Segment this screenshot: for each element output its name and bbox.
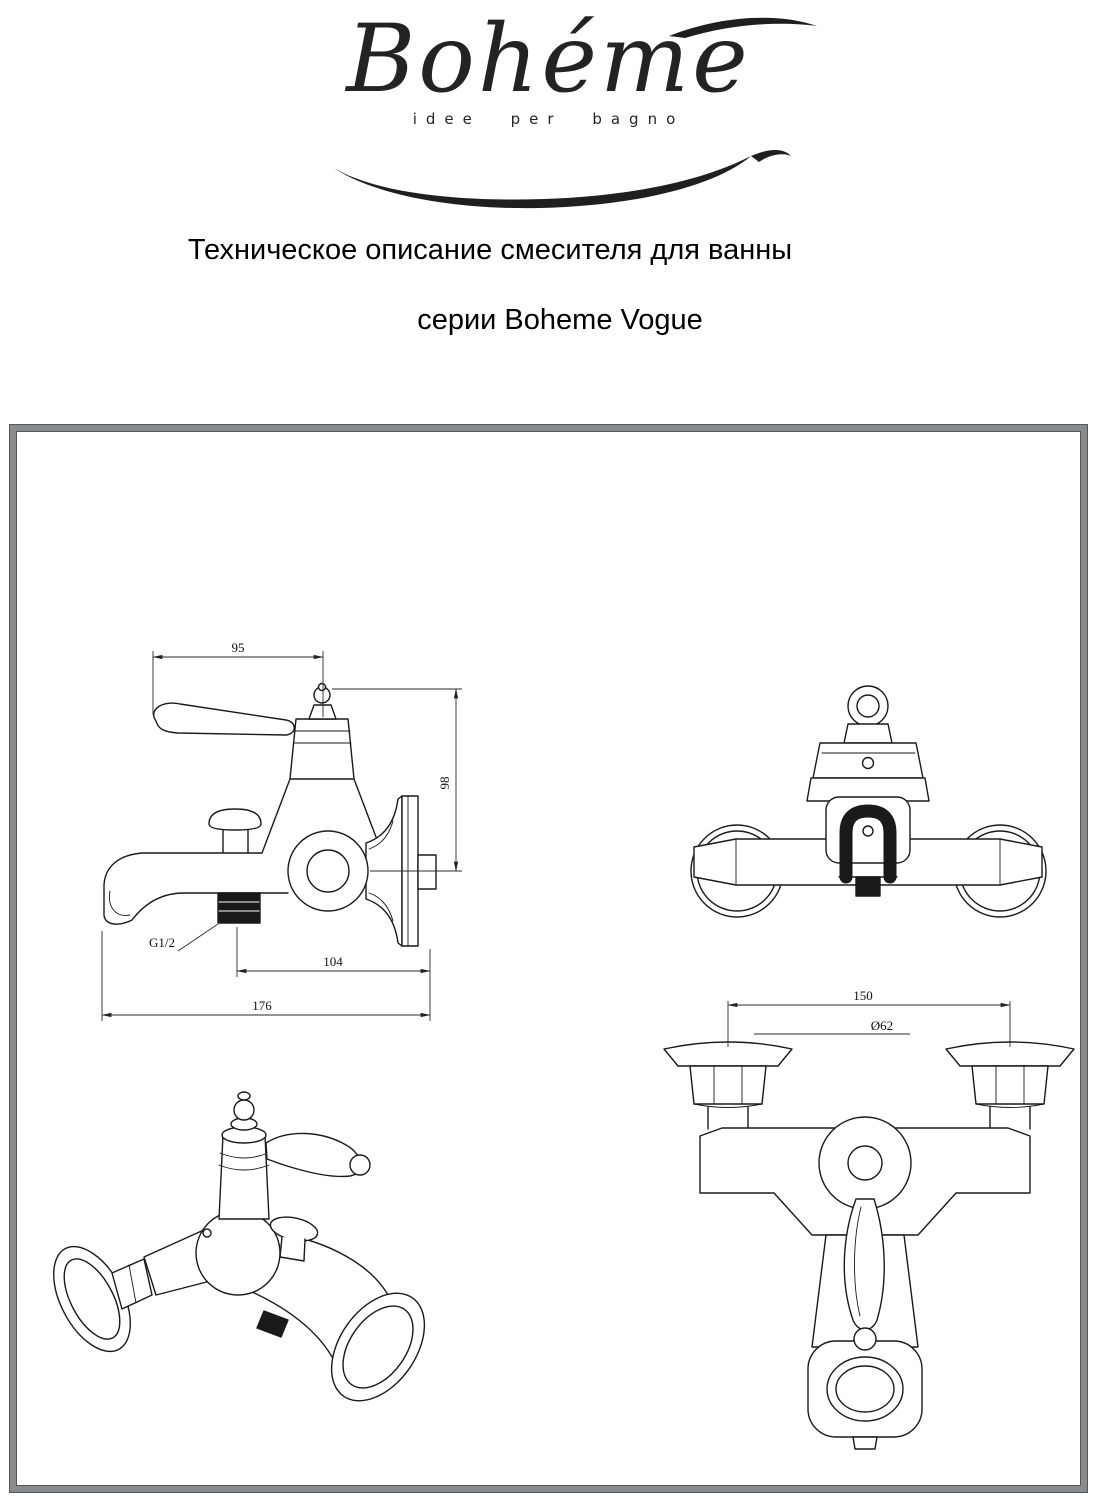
front-view-dimensioned-drawing: 150 Ø62 <box>663 988 1075 1450</box>
dim-flange-centers-label: 150 <box>853 988 873 1003</box>
faucet-front-outline <box>690 685 1047 918</box>
brand-logo: Bohéme idee per bagno <box>239 0 859 210</box>
front-view-dimensions: 150 Ø62 <box>727 988 1011 1047</box>
front-view-drawing <box>690 685 1047 918</box>
side-view-dimensions: 95 98 G1/2 104 176 <box>101 640 462 1021</box>
thread-size-label: G1/2 <box>149 935 175 950</box>
page-title-line1: Техническое описание смесителя для ванны <box>187 234 793 266</box>
dim-height-label: 98 <box>437 777 452 790</box>
side-view-drawing: 95 98 G1/2 104 176 <box>101 640 462 1021</box>
faucet-side-outline <box>103 682 437 947</box>
logo-tagline-text: idee per bagno <box>412 109 685 128</box>
logo-brand-text: Bohéme <box>346 5 751 114</box>
perspective-view-drawing <box>53 1091 426 1402</box>
dim-overall-length-label: 176 <box>252 998 272 1013</box>
dim-top-width-label: 95 <box>232 640 245 655</box>
dim-spout-to-wall-label: 104 <box>323 954 343 969</box>
drawing-frame: 95 98 G1/2 104 176 <box>10 425 1087 1492</box>
faucet-front-dim-outline <box>663 1041 1075 1450</box>
page-title-line2: серии Boheme Vogue <box>417 304 703 336</box>
dim-flange-diameter-label: Ø62 <box>871 1018 893 1033</box>
faucet-perspective-outline <box>53 1091 426 1402</box>
